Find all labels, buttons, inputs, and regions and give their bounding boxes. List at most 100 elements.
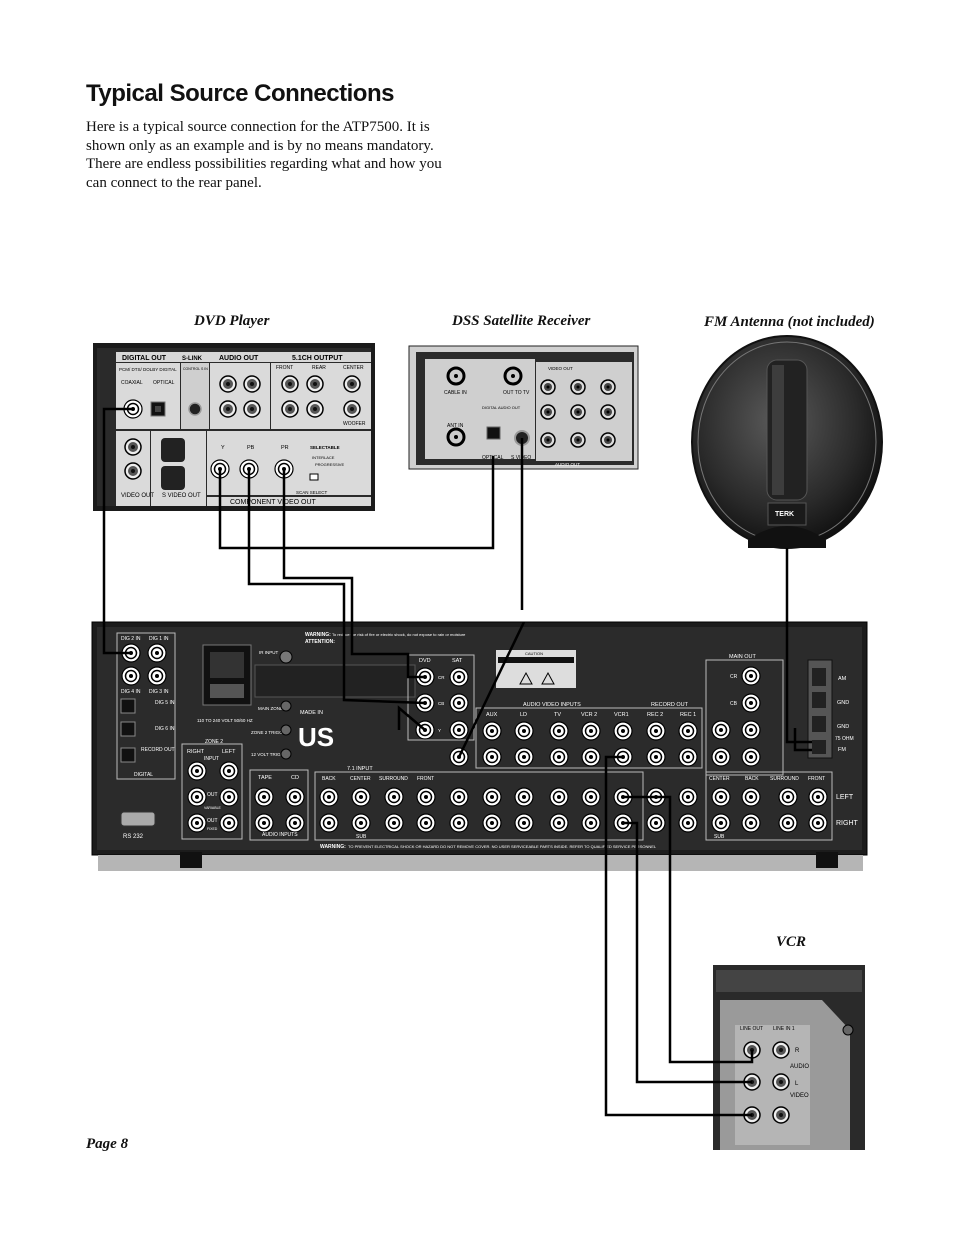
rx-warning-text: To reduce the risk of fire or electric s…	[332, 632, 466, 637]
rx-made-in-label: MADE IN	[300, 710, 323, 716]
vcr-l-label: L	[795, 1081, 799, 1087]
rx-bottom-warning-label: WARNING:	[320, 844, 346, 850]
fm-antenna-label: FM Antenna (not included)	[704, 314, 875, 330]
rx-ld-label: LD	[520, 712, 527, 718]
rx-vcr1-label: VCR1	[614, 712, 629, 718]
rx-aux-label: AUX	[486, 712, 498, 718]
dvd-s-video-out-label: S VIDEO OUT	[162, 493, 201, 499]
rx-rec2-label: REC 2	[647, 712, 663, 718]
rx-y-label: Y	[438, 728, 441, 733]
rx-71-center-label: CENTER	[350, 776, 371, 782]
rx-dig3-label: DIG 3 IN	[149, 689, 169, 695]
dss-audio-out-label: AUDIO OUT	[555, 462, 580, 467]
wire-dvd-y-to-y	[218, 456, 495, 550]
dvd-control-s-label: CONTROL S IN	[183, 367, 208, 371]
rx-tape-label: TAPE	[258, 775, 272, 781]
rx-cr-label: CR	[438, 675, 445, 680]
rx-out-front-label: FRONT	[808, 776, 825, 782]
rx-71-back-label: BACK	[322, 776, 336, 782]
rx-dig6-label: DIG 6 IN	[155, 726, 175, 732]
dvd-pb-label: PB	[247, 445, 255, 451]
rx-rec1-label: REC 1	[680, 712, 696, 718]
svg-text:CB: CB	[730, 701, 738, 707]
rx-us-label: US	[298, 722, 334, 752]
dss-out-to-tv-label: OUT TO TV	[503, 390, 530, 396]
receiver-rear-panel: DIG 2 IN DIG 1 IN DIG 4 IN DIG 3 IN DIG …	[91, 621, 868, 871]
dvd-formats-label: PCM/ DTS/ DOLBY DIGITAL	[119, 367, 177, 372]
rx-out-fixed-label: OUT	[207, 818, 218, 824]
rx-variable-label: VARIABLE	[204, 806, 222, 810]
dss-receiver-panel: CABLE IN OUT TO TV ANT IN DIGITAL AUDIO …	[408, 345, 639, 470]
wire-dvd-component-y	[397, 705, 426, 731]
dvd-front-label: FRONT	[276, 365, 293, 371]
rx-zone2-right-label: RIGHT	[187, 749, 205, 755]
dss-video-out-label: VIDEO OUT	[548, 366, 573, 371]
dvd-y-label: Y	[221, 445, 225, 451]
dvd-interlace-label: INTERLACE	[312, 455, 335, 460]
rx-zone2-trigger-label: ZONE 2 TRIGGER	[251, 730, 290, 735]
rx-out-variable-label: OUT	[207, 792, 218, 798]
dvd-digital-out-label: DIGITAL OUT	[122, 355, 167, 362]
vcr-line-out-label: LINE OUT	[740, 1026, 763, 1032]
wire-dvd-coax-to-dig2	[102, 407, 133, 655]
dvd-center-label: CENTER	[343, 365, 364, 371]
dvd-component-out-label: COMPONENT VIDEO OUT	[230, 499, 317, 506]
rx-dig1-label: DIG 1 IN	[149, 636, 169, 642]
rx-bottom-warning-text: TO PREVENT ELECTRICAL SHOCK OR HAZARD DO…	[348, 844, 657, 849]
vcr-label: VCR	[776, 934, 807, 950]
dvd-coaxial-label: COAXIAL	[121, 380, 143, 386]
wire-dvd-pr-to-cr	[282, 469, 425, 679]
dss-receiver-label: DSS Satellite Receiver	[452, 313, 591, 329]
rx-digital-label: DIGITAL	[134, 772, 153, 778]
rx-right-label: RIGHT	[836, 820, 859, 827]
rx-sat-label: SAT	[452, 658, 463, 664]
wire-vcr-video	[604, 755, 752, 1117]
rx-zone2-input-label: INPUT	[204, 756, 219, 762]
dvd-audio-out-label: AUDIO OUT	[219, 355, 259, 362]
rx-am-label: AM	[838, 676, 847, 682]
wire-dss-video	[457, 621, 526, 758]
rx-main-zone-label: MAIN ZONE	[258, 706, 283, 711]
svg-text:CR: CR	[730, 674, 738, 680]
page-number: Page 8	[86, 1136, 129, 1152]
rx-audio-inputs-label: AUDIO INPUTS	[262, 832, 298, 838]
dss-digital-audio-label: DIGITAL AUDIO OUT	[482, 405, 521, 410]
connection-wires	[102, 407, 812, 1117]
intro-paragraph: Here is a typical source connection for …	[86, 119, 442, 191]
rx-71-input-label: 7.1 INPUT	[347, 766, 373, 772]
fm-antenna: TERK	[691, 335, 883, 549]
vcr-line-in-label: LINE IN 1	[773, 1026, 795, 1032]
rx-dig4-label: DIG 4 IN	[121, 689, 141, 695]
rx-rs232-label: RS 232	[123, 834, 144, 840]
dvd-selectable-label: SELECTABLE	[310, 445, 340, 450]
dss-cable-in-label: CABLE IN	[444, 390, 467, 396]
rx-71-front-label: FRONT	[417, 776, 434, 782]
wire-vcr-audio-r	[623, 795, 754, 1064]
rx-dvd-label: DVD	[419, 658, 431, 664]
vcr-r-label: R	[795, 1048, 800, 1054]
wire-vcr-audio-l	[623, 821, 752, 1084]
dvd-optical-label: OPTICAL	[153, 380, 175, 386]
vcr-panel: LINE OUT LINE IN 1 R AUDIO L VIDEO	[713, 965, 865, 1150]
rx-ir-input-label: IR INPUT	[259, 650, 279, 655]
rx-attention-label: ATTENTION:	[305, 639, 335, 645]
rx-gnd1-label: GND	[837, 700, 849, 706]
rx-tv-label: TV	[554, 712, 561, 718]
dvd-progressive-label: PROGRESSIVE	[315, 462, 344, 467]
rx-warning-label: WARNING:	[305, 632, 331, 638]
rx-zone2-label: ZONE 2	[205, 739, 223, 745]
rx-71-surround-label: SURROUND	[379, 776, 408, 782]
rx-main-out-label: MAIN OUT	[729, 654, 757, 660]
dss-ant-in-label: ANT IN	[447, 423, 464, 429]
vcr-video-label: VIDEO	[790, 1093, 809, 1099]
dvd-player-panel: DIGITAL OUT S-LINK AUDIO OUT 5.1CH OUTPU…	[93, 343, 375, 511]
rx-fixed-label: FIXED	[207, 827, 218, 831]
page-title: Typical Source Connections	[86, 80, 394, 107]
rx-caution-label: CAUTION	[525, 651, 543, 656]
wire-dvd-pb-to-cb	[247, 469, 426, 705]
rx-71-sub-label: SUB	[356, 834, 367, 840]
rx-left-label: LEFT	[836, 794, 854, 801]
rx-record-out-group-label: RECORD OUT	[651, 702, 689, 708]
rx-gnd2-label: GND	[837, 724, 849, 730]
